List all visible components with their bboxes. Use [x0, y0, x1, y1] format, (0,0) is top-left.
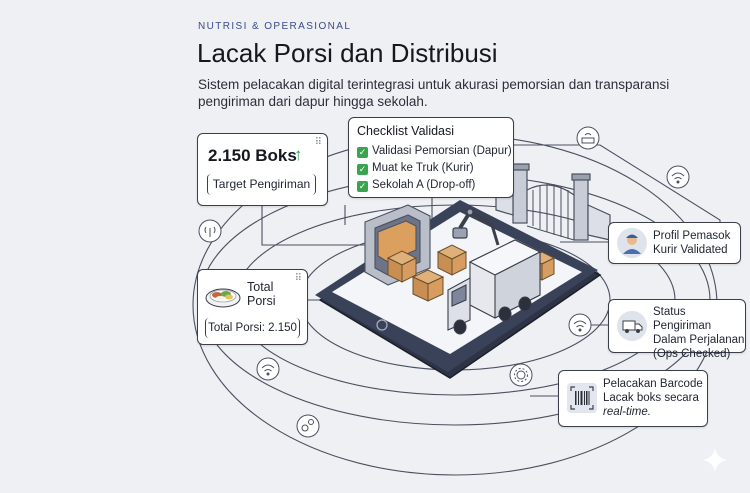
check-icon: ✓ — [357, 181, 368, 192]
total-portion-card[interactable]: ⠿ Total Porsi Total Porsi: 2.150 — [197, 269, 308, 345]
signal-icons — [198, 126, 690, 438]
section-eyebrow: NUTRISI & OPERASIONAL — [198, 21, 352, 32]
arrow-up-icon: ↑ — [294, 145, 303, 164]
wifi-icon — [256, 357, 280, 381]
target-value: 2.150 Boks — [208, 146, 297, 165]
page-description: Sistem pelacakan digital terintegrasi un… — [198, 77, 670, 109]
wifi-icon — [666, 165, 690, 189]
check-icon: ✓ — [357, 147, 368, 158]
page-title: Lacak Porsi dan Distribusi — [197, 38, 498, 68]
checklist-item[interactable]: ✓Sekolah A (Drop-off) — [357, 179, 476, 192]
barcode-tracking-card[interactable]: Pelacakan Barcode Lacak boks secara real… — [558, 370, 708, 427]
truck-icon — [617, 311, 647, 341]
courier-avatar-icon — [617, 228, 647, 258]
wifi-icon — [568, 313, 592, 337]
robot-arm — [452, 208, 500, 246]
barcode-icon — [567, 383, 597, 413]
barcode-text: Pelacakan Barcode Lacak boks secara real… — [603, 378, 703, 418]
checklist-items: ✓Validasi Pemorsian (Dapur) ✓Muat ke Tru… — [357, 143, 512, 194]
target-delivery-card[interactable]: ⠿ 2.150 Boks ↑ Target Pengiriman — [197, 133, 328, 206]
checklist-title: Checklist Validasi — [357, 124, 455, 138]
sparkle-icon — [703, 448, 727, 472]
drag-handle-icon[interactable]: ⠿ — [294, 273, 302, 284]
antenna-icon — [198, 219, 222, 243]
checklist-item[interactable]: ✓Validasi Pemorsian (Dapur) — [357, 145, 512, 158]
supplier-profile-card[interactable]: Profil Pemasok Kurir Validated — [608, 222, 741, 264]
router-icon — [576, 126, 600, 150]
food-bowl-icon — [205, 288, 241, 308]
portion-title: Total Porsi — [247, 280, 276, 308]
gear-icon — [509, 363, 533, 387]
delivery-status-card[interactable]: Status Pengiriman Dalam Perjalanan (Ops … — [608, 299, 746, 360]
truck-illustration — [447, 239, 542, 335]
supplier-text: Profil Pemasok Kurir Validated — [653, 230, 731, 256]
gate-illustration — [495, 163, 611, 241]
status-text: Status Pengiriman Dalam Perjalanan (Ops … — [653, 306, 745, 360]
check-icon: ✓ — [357, 164, 368, 175]
validation-checklist-card[interactable]: Checklist Validasi ✓Validasi Pemorsian (… — [348, 117, 514, 198]
gears-icon — [296, 414, 320, 438]
target-label: Target Pengiriman — [207, 174, 316, 195]
drag-handle-icon[interactable]: ⠿ — [314, 137, 322, 148]
checklist-item[interactable]: ✓Muat ke Truk (Kurir) — [357, 162, 474, 175]
portion-total-label: Total Porsi: 2.150 — [205, 318, 300, 338]
